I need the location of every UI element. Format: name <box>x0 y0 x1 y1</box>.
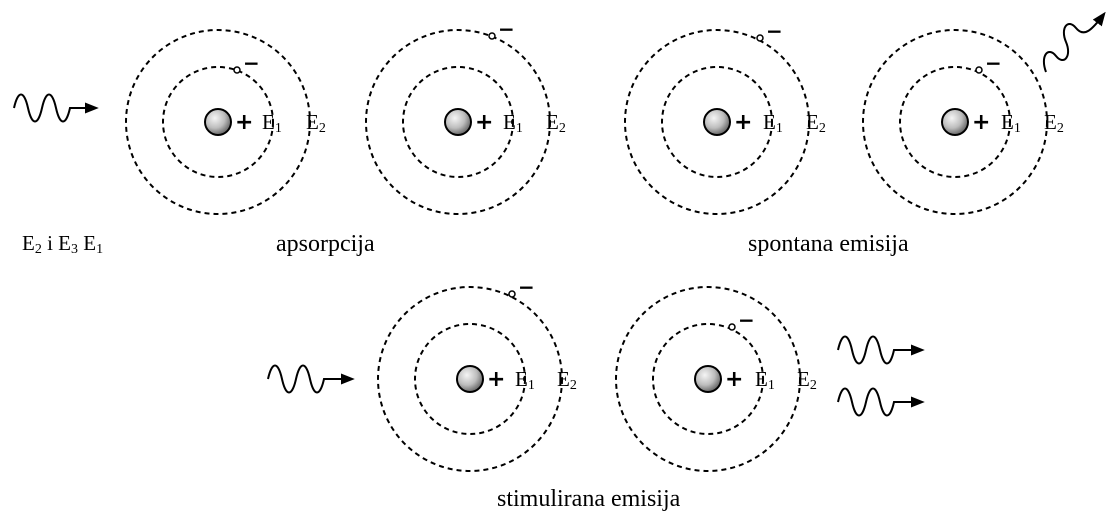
nucleus-icon <box>445 109 471 135</box>
atom-absorption-after: + − E1 E2 <box>366 17 566 214</box>
nucleus-charge: + <box>972 110 990 135</box>
electron-dot-icon <box>976 67 982 73</box>
nucleus-charge: + <box>734 110 752 135</box>
atom-stimulated-before: + − E1 E2 <box>378 275 577 471</box>
nucleus-charge: + <box>725 367 743 392</box>
electron-charge: − <box>498 17 515 41</box>
electron-charge: − <box>518 275 535 299</box>
electron-dot-icon <box>489 33 495 39</box>
level-e1-label: E1 <box>503 110 523 136</box>
level-e1-label: E1 <box>1001 110 1021 136</box>
level-e2-label: E2 <box>557 367 577 393</box>
electron-charge: − <box>985 51 1002 75</box>
emitted-photon-spontaneous-icon <box>1044 14 1104 72</box>
level-e1-label: E1 <box>755 367 775 393</box>
electron-dot-icon <box>729 324 735 330</box>
caption-spontaneous: spontana emisija <box>748 231 909 257</box>
incoming-photon-stimulated-icon <box>268 366 352 393</box>
caption-stimulated: stimulirana emisija <box>497 486 681 512</box>
electron-dot-icon <box>757 35 763 41</box>
electron-charge: − <box>766 19 783 43</box>
emitted-photon-stimulated-1-icon <box>838 337 922 364</box>
nucleus-icon <box>205 109 231 135</box>
level-e1-label: E1 <box>763 110 783 136</box>
level-e2-label: E2 <box>546 110 566 136</box>
level-e1-label: E1 <box>262 110 282 136</box>
level-e2-label: E2 <box>306 110 326 136</box>
electron-dot-icon <box>234 67 240 73</box>
level-e2-label: E2 <box>1044 110 1064 136</box>
nucleus-icon <box>704 109 730 135</box>
nucleus-charge: + <box>487 367 505 392</box>
electron-charge: − <box>738 308 755 332</box>
nucleus-icon <box>457 366 483 392</box>
caption-absorption: apsorpcija <box>276 231 375 257</box>
nucleus-icon <box>942 109 968 135</box>
atom-spontaneous-before: + − E1 E2 <box>625 19 826 214</box>
nucleus-charge: + <box>475 110 493 135</box>
atom-absorption-before: + − E1 E2 <box>126 30 326 214</box>
electron-charge: − <box>243 51 260 75</box>
energy-levels-key: E2 i E3 E1 <box>22 231 103 257</box>
level-e2-label: E2 <box>806 110 826 136</box>
nucleus-icon <box>695 366 721 392</box>
atom-stimulated-after: + − E1 E2 <box>616 287 817 471</box>
level-e1-label: E1 <box>515 367 535 393</box>
electron-dot-icon <box>509 291 515 297</box>
level-e2-label: E2 <box>797 367 817 393</box>
emitted-photon-stimulated-2-icon <box>838 389 922 416</box>
atom-spontaneous-after: + − E1 E2 <box>863 30 1064 214</box>
nucleus-charge: + <box>235 110 253 135</box>
incoming-photon-absorption-icon <box>14 95 96 122</box>
